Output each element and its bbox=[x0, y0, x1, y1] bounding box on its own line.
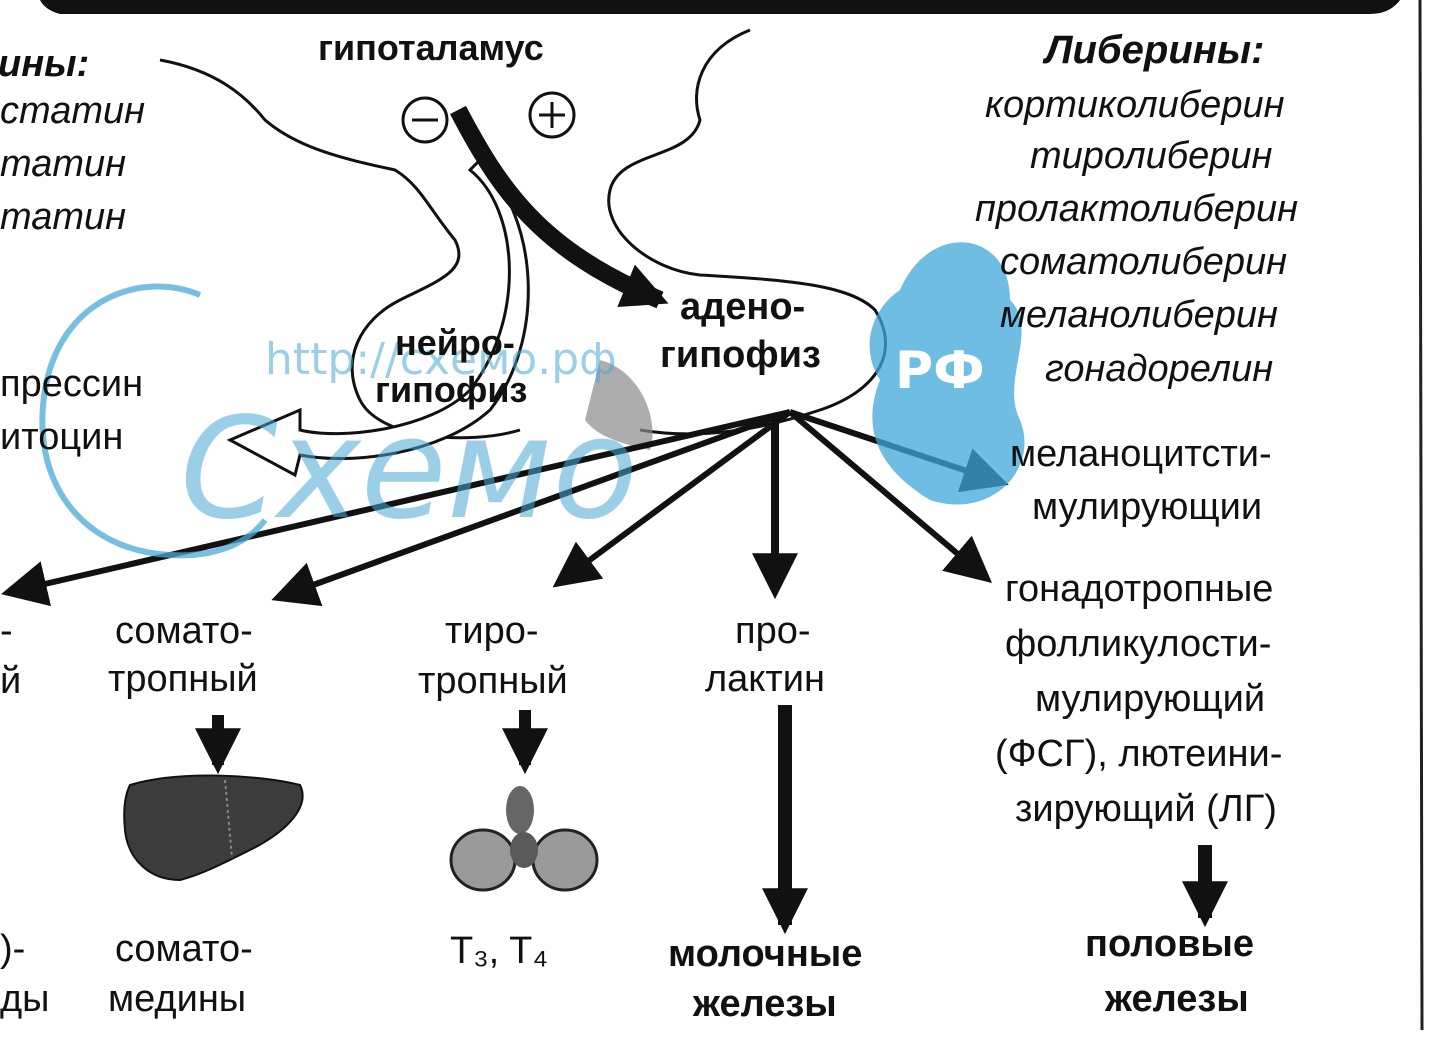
prolactin-label-1: про- bbox=[735, 610, 811, 652]
liberin-item-6: гонадорелин bbox=[1045, 348, 1274, 390]
gonadotropin-line-2: фолликулости- bbox=[1005, 623, 1272, 665]
gonadotropin-line-4: (ФСГ), лютеини- bbox=[995, 733, 1283, 775]
liberin-item-2: тиролиберин bbox=[1030, 135, 1273, 177]
liberin-item-5: меланолиберин bbox=[1000, 294, 1278, 336]
msh-label-2: мулирующии bbox=[1032, 486, 1263, 528]
statin-item-2: татин bbox=[0, 143, 127, 185]
vasopressin-label: прессин bbox=[0, 363, 144, 405]
somatomedins-label-1: сомато- bbox=[115, 928, 253, 970]
watermark-word: Схемо bbox=[180, 388, 639, 551]
somatomedins-label-2: медины bbox=[108, 978, 247, 1020]
watermark-url: http://схемо.рф bbox=[265, 334, 617, 385]
hypothalamus-label: гипоталамус bbox=[318, 27, 544, 68]
left-column-bottom-2: ды bbox=[0, 978, 50, 1020]
oxytocin-label: итоцин bbox=[0, 416, 124, 458]
thyrotropic-label-2: тропный bbox=[418, 660, 568, 702]
right-border bbox=[1418, 0, 1424, 1031]
msh-label-1: меланоцитсти- bbox=[1010, 433, 1272, 475]
mammary-glands-label-2: железы bbox=[693, 983, 837, 1025]
thyroid-icon bbox=[449, 786, 599, 892]
left-column-bottom-1: )- bbox=[0, 928, 26, 970]
statins-title: ины: bbox=[0, 43, 90, 85]
left-column-top-2: й bbox=[0, 660, 22, 702]
hypothalamus-outline-left bbox=[159, 58, 521, 440]
somatotropic-label-2: тропный bbox=[108, 658, 258, 700]
mammary-glands-label-1: молочные bbox=[668, 933, 863, 975]
watermark-s-letter bbox=[39, 283, 268, 559]
neurohypophysis-label-1: нейро- bbox=[395, 322, 515, 363]
thyrotropic-label-1: тиро- bbox=[445, 610, 539, 652]
liberin-item-4: соматолиберин bbox=[1000, 241, 1288, 283]
releasing-hormone-arrow bbox=[450, 105, 669, 309]
prolactin-label-2: лактин bbox=[705, 658, 825, 700]
statin-item-3: татин bbox=[0, 196, 127, 238]
watermark-rf: РФ bbox=[895, 341, 985, 401]
hypothalamus-outline-right bbox=[607, 28, 887, 436]
left-column-top-1: - bbox=[0, 610, 13, 652]
adenohypophysis-label-1: адено- bbox=[680, 286, 806, 328]
somatotropic-label-1: сомато- bbox=[115, 610, 253, 652]
statin-item-1: статин bbox=[0, 90, 146, 132]
watermark bbox=[39, 242, 1025, 559]
gonads-label-1: половые bbox=[1085, 923, 1255, 965]
target-arrows bbox=[195, 705, 1228, 935]
gonads-label-2: железы bbox=[1105, 978, 1249, 1020]
liver-icon bbox=[123, 774, 304, 882]
gonadotropin-line-3: мулирующий bbox=[1035, 678, 1266, 720]
top-banner bbox=[40, 0, 1400, 14]
stalk-shading bbox=[585, 360, 653, 450]
adenohypophysis-label-2: гипофиз bbox=[660, 334, 821, 376]
neurohypophysis-label-2: гипофиз bbox=[375, 369, 528, 410]
liberin-item-1: кортиколиберин bbox=[985, 84, 1285, 126]
watermark-splash bbox=[869, 242, 1025, 505]
liver-lobe-divider bbox=[224, 779, 233, 859]
gonadotropin-line-1: гонадотропные bbox=[1005, 568, 1274, 610]
t3-t4-label: T₃, T₄ bbox=[450, 930, 548, 972]
gonadotropin-line-5: зирующий (ЛГ) bbox=[1015, 788, 1277, 830]
liberins-title: Либерины: bbox=[1045, 28, 1265, 72]
liberin-item-3: пролактолиберин bbox=[975, 188, 1299, 230]
